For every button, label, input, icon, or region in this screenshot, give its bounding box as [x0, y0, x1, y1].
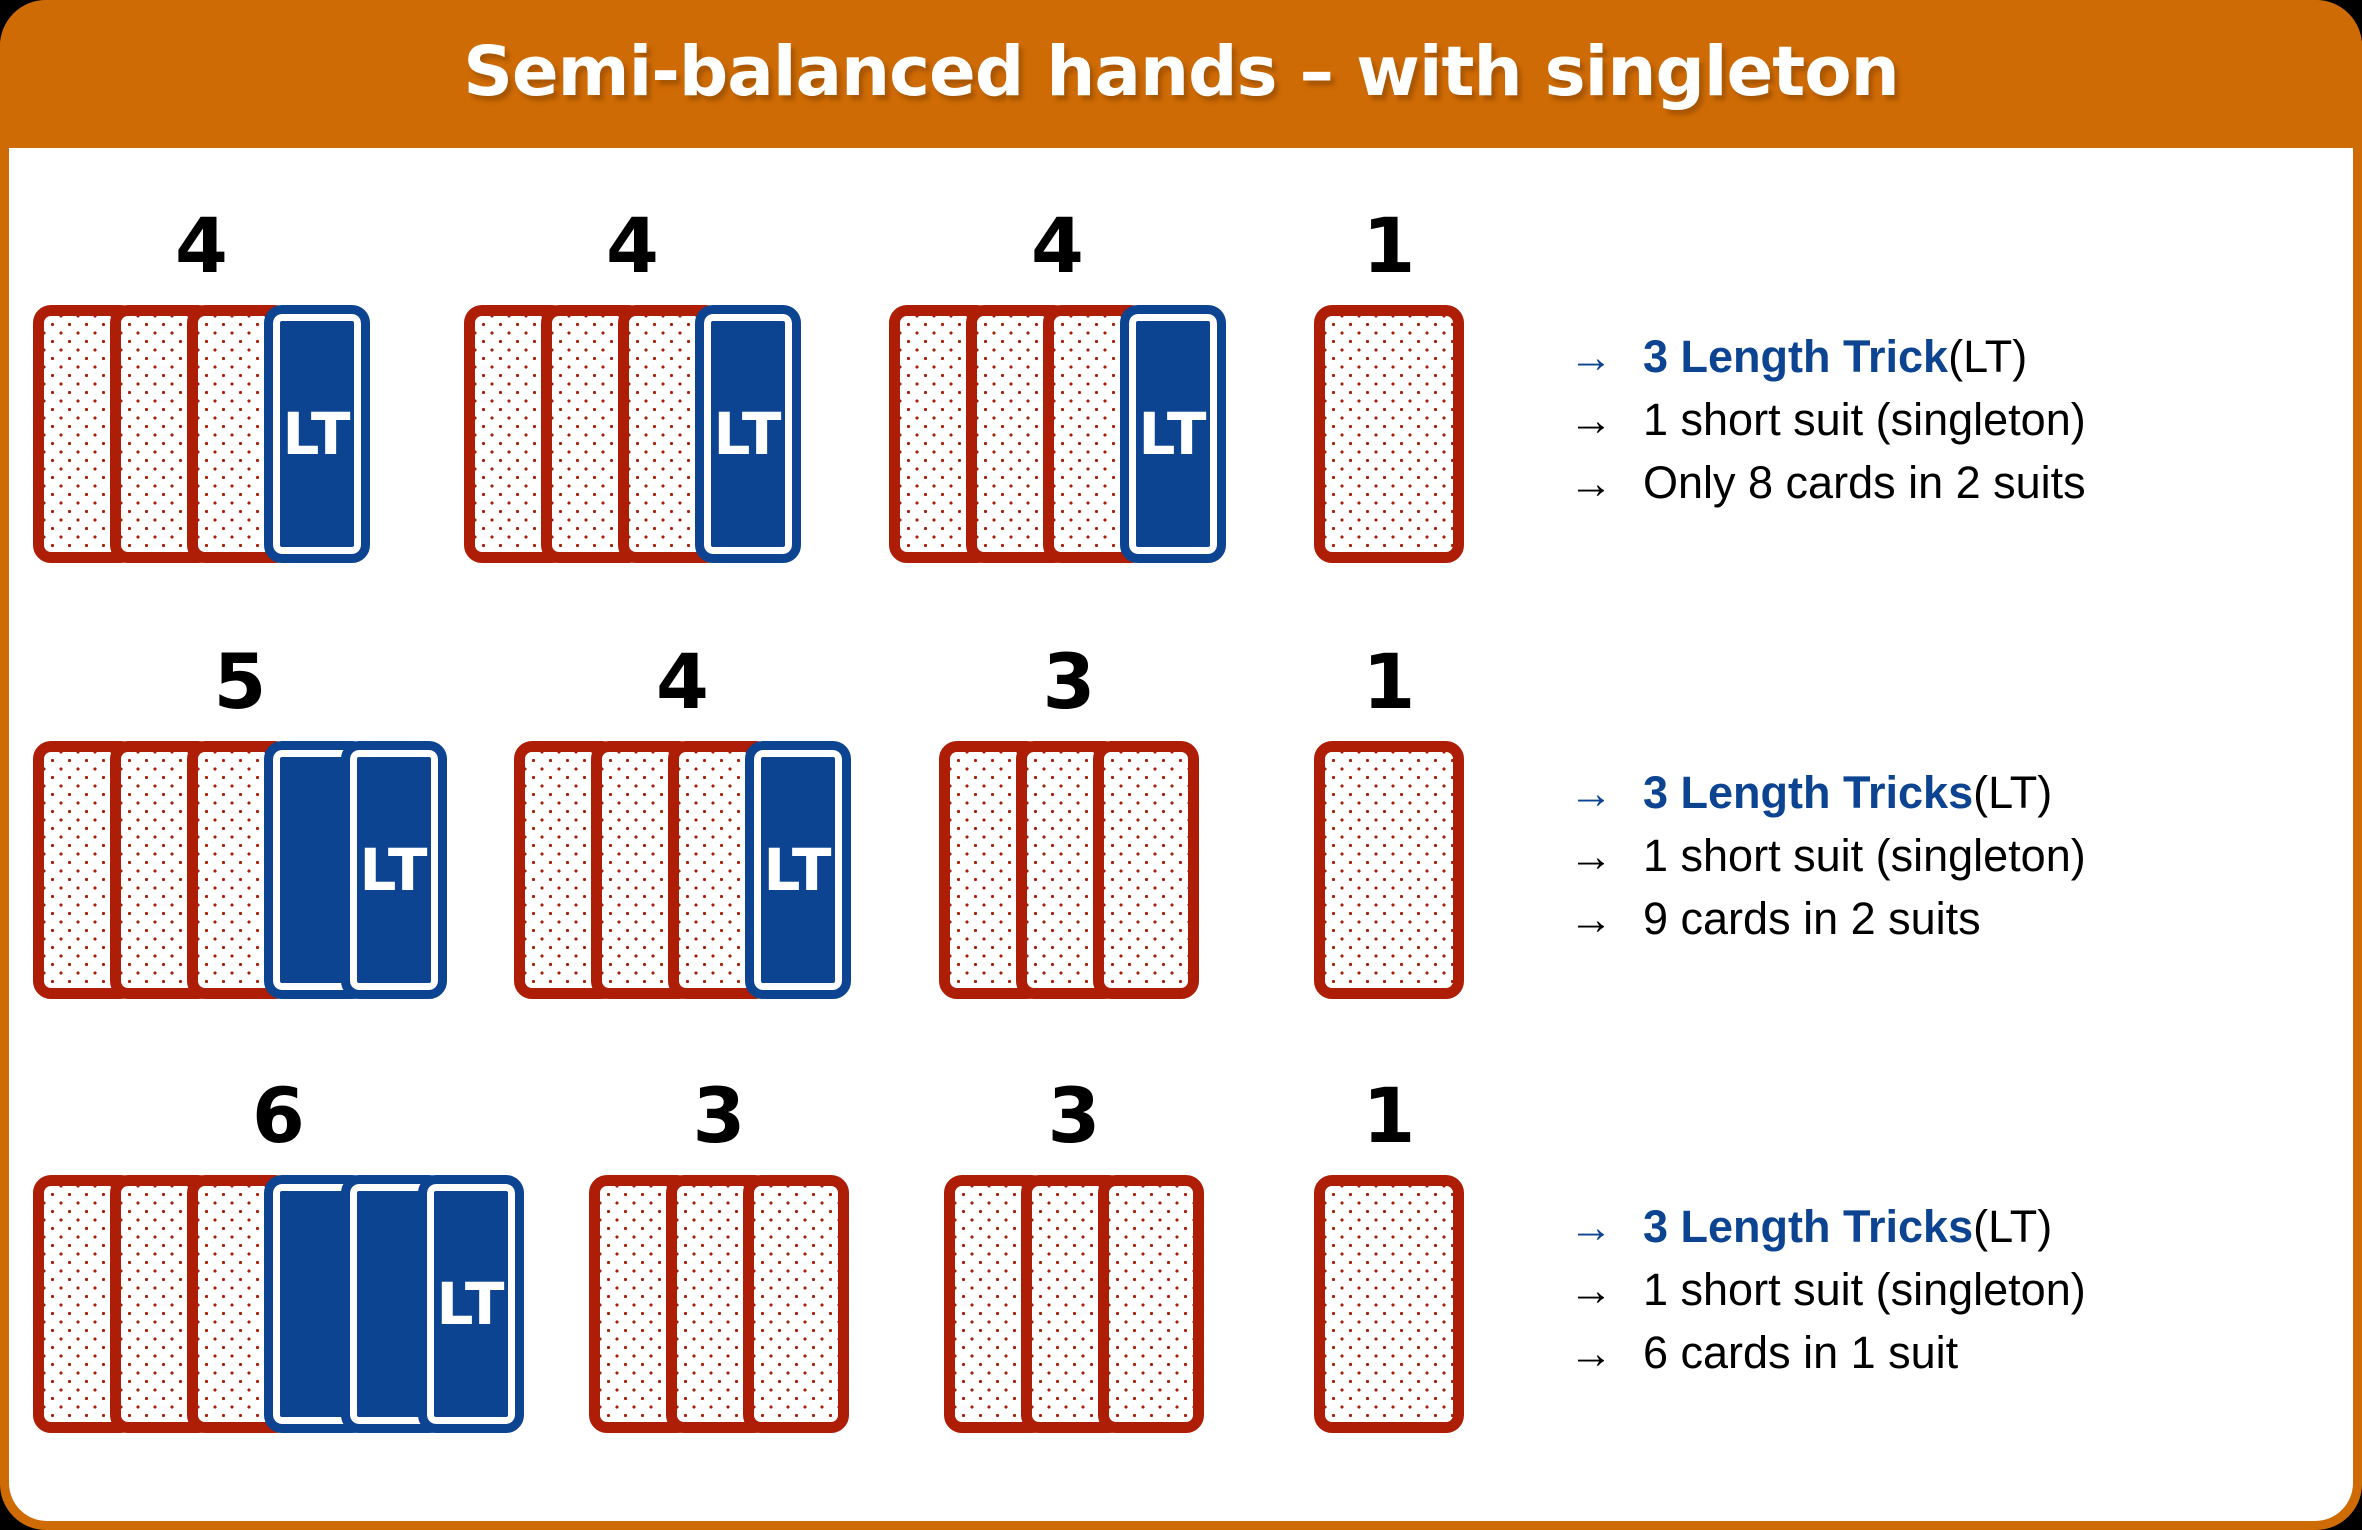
lt-label: LT — [282, 400, 352, 468]
suit-length-count: 3 — [1047, 1071, 1101, 1160]
arrow-icon: → — [1569, 1266, 1613, 1315]
card-stack — [1314, 305, 1464, 563]
description-line: → 6 cards in 1 suit — [1569, 1322, 2353, 1385]
description-text: 9 cards in 2 suits — [1643, 893, 1981, 944]
description-emphasis: 3 Length Tricks — [1643, 1201, 1974, 1252]
arrow-icon: → — [1569, 895, 1613, 944]
arrow-icon: → — [1569, 832, 1613, 881]
arrow-icon: → — [1569, 1203, 1613, 1252]
description-line: → 1 short suit (singleton) — [1569, 825, 2353, 888]
card-stack — [589, 1175, 849, 1433]
length-trick-card[interactable]: LT — [695, 305, 801, 563]
length-trick-card[interactable]: LT — [745, 741, 851, 999]
description-emphasis: 3 Length Tricks — [1643, 767, 1974, 818]
suit-group: 3 — [944, 1078, 1204, 1498]
suit-length-count: 6 — [252, 1071, 305, 1160]
description-text: 1 short suit (singleton) — [1643, 394, 2086, 445]
card-stack: LT — [514, 741, 851, 999]
description-text: (LT) — [1973, 767, 2053, 818]
length-trick-card[interactable]: LT — [418, 1175, 524, 1433]
suit-length-count: 4 — [175, 201, 228, 290]
description-text: 6 cards in 1 suit — [1643, 1327, 1959, 1378]
card-stack — [1314, 1175, 1464, 1433]
arrow-icon: → — [1569, 1329, 1613, 1378]
suit-length-count: 1 — [1362, 1071, 1416, 1160]
suit-length-count: 5 — [213, 637, 267, 726]
arrow-icon: → — [1569, 396, 1613, 445]
suit-card[interactable] — [1093, 741, 1199, 999]
suit-length-count: 4 — [606, 201, 659, 290]
arrow-icon: → — [1569, 333, 1613, 382]
lt-label: LT — [713, 400, 783, 468]
suit-length-count: 3 — [692, 1071, 746, 1160]
card-stack: LT — [464, 305, 801, 563]
lt-label: LT — [763, 836, 833, 904]
description-line: → Only 8 cards in 2 suits — [1569, 452, 2353, 515]
card-stack: LT — [33, 305, 370, 563]
suit-length-count: 3 — [1042, 637, 1096, 726]
suit-length-count: 1 — [1362, 201, 1416, 290]
card-stack: LT — [33, 1175, 524, 1433]
suit-card[interactable] — [1314, 1175, 1464, 1433]
suit-group: 3 — [939, 644, 1199, 1064]
description-line: → 3 Length Tricks (LT) — [1569, 1196, 2353, 1259]
page-title: Semi-balanced hands – with singleton — [463, 32, 1900, 112]
card-stack — [939, 741, 1199, 999]
suit-group: 1 — [1314, 1078, 1464, 1498]
description-text: 1 short suit (singleton) — [1643, 830, 2086, 881]
suit-group: 1 — [1314, 208, 1464, 628]
arrow-icon: → — [1569, 459, 1613, 508]
description-line: → 3 Length Trick (LT) — [1569, 326, 2353, 389]
suit-card[interactable] — [1314, 741, 1464, 999]
header-bar: Semi-balanced hands – with singleton — [0, 0, 2362, 148]
suit-length-count: 4 — [656, 637, 709, 726]
description-line: → 1 short suit (singleton) — [1569, 389, 2353, 452]
description-text: (LT) — [1973, 1201, 2053, 1252]
suit-group: 3 — [589, 1078, 849, 1498]
length-trick-card[interactable]: LT — [264, 305, 370, 563]
length-trick-card[interactable]: LT — [1120, 305, 1226, 563]
card-stack — [1314, 741, 1464, 999]
lt-label: LT — [436, 1270, 506, 1338]
suit-card[interactable] — [1098, 1175, 1204, 1433]
description-line: → 1 short suit (singleton) — [1569, 1259, 2353, 1322]
card-stack — [944, 1175, 1204, 1433]
description-line: → 3 Length Tricks (LT) — [1569, 762, 2353, 825]
lt-label: LT — [359, 836, 429, 904]
suit-group: 1 — [1314, 644, 1464, 1064]
suit-card[interactable] — [1314, 305, 1464, 563]
arrow-icon: → — [1569, 769, 1613, 818]
description-text: Only 8 cards in 2 suits — [1643, 457, 2086, 508]
hand-description: → 3 Length Tricks (LT) → 1 short suit (sing… — [1569, 762, 2353, 951]
card-stack: LT — [889, 305, 1226, 563]
description-text: 1 short suit (singleton) — [1643, 1264, 2086, 1315]
length-trick-card[interactable]: LT — [341, 741, 447, 999]
suit-length-count: 4 — [1031, 201, 1084, 290]
suit-card[interactable] — [743, 1175, 849, 1433]
hand-description: → 3 Length Tricks (LT) → 1 short suit (sing… — [1569, 1196, 2353, 1385]
card-stack: LT — [33, 741, 447, 999]
description-text: (LT) — [1948, 331, 2028, 382]
description-line: → 9 cards in 2 suits — [1569, 888, 2353, 951]
lt-label: LT — [1138, 400, 1208, 468]
hand-description: → 3 Length Trick (LT) → 1 short suit (singl… — [1569, 326, 2353, 515]
description-emphasis: 3 Length Trick — [1643, 331, 1949, 382]
suit-length-count: 1 — [1362, 637, 1416, 726]
